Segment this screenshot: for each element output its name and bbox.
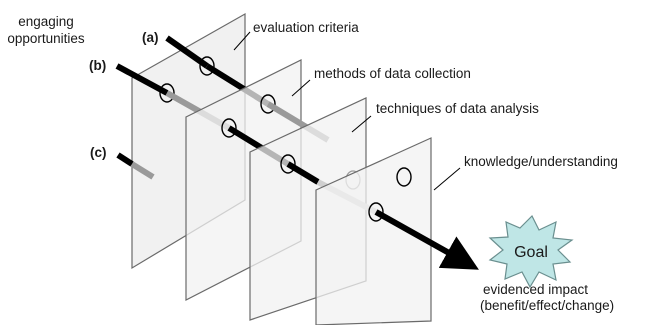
- plane-label-techniques: techniques of data analysis: [376, 101, 539, 116]
- hole-plane4-b: [368, 202, 384, 222]
- plane-label-evaluation-criteria: evaluation criteria: [253, 20, 359, 35]
- leader-methods: [291, 79, 311, 97]
- path-b-seg1: [115, 63, 169, 96]
- path-b-seg4: [286, 161, 320, 185]
- path-c-seg2: [130, 161, 155, 180]
- plane-knowledge-understanding: [315, 137, 432, 325]
- hole-plane2-b: [221, 118, 237, 138]
- path-a-label: (a): [142, 30, 159, 45]
- hole-plane1-b: [159, 83, 175, 103]
- path-c-seg1: [116, 152, 134, 167]
- hole-plane3-b: [280, 154, 296, 174]
- path-b-label: (b): [89, 58, 106, 73]
- goal-label: Goal: [514, 244, 548, 261]
- impact-label-1: evidenced impact: [483, 282, 588, 297]
- engaging-opportunities-label-2: opportunities: [7, 31, 85, 46]
- path-c-label: (c): [90, 145, 107, 160]
- impact-label-2: (benefit/effect/change): [480, 298, 614, 313]
- goal-starburst: [488, 214, 574, 289]
- path-a-seg1: [165, 35, 209, 69]
- path-b-arrow: [374, 209, 479, 270]
- leader-evaluation-criteria: [233, 31, 251, 51]
- hole-plane2-a: [260, 94, 276, 114]
- engaging-opportunities-label-1: engaging: [18, 14, 74, 29]
- hole-plane1-a: [199, 56, 215, 76]
- hole-plane4-top: [396, 167, 412, 187]
- leader-knowledge: [433, 167, 461, 191]
- plane-label-knowledge: knowledge/understanding: [464, 154, 618, 169]
- leader-techniques: [351, 115, 372, 133]
- plane-label-methods: methods of data collection: [314, 66, 471, 81]
